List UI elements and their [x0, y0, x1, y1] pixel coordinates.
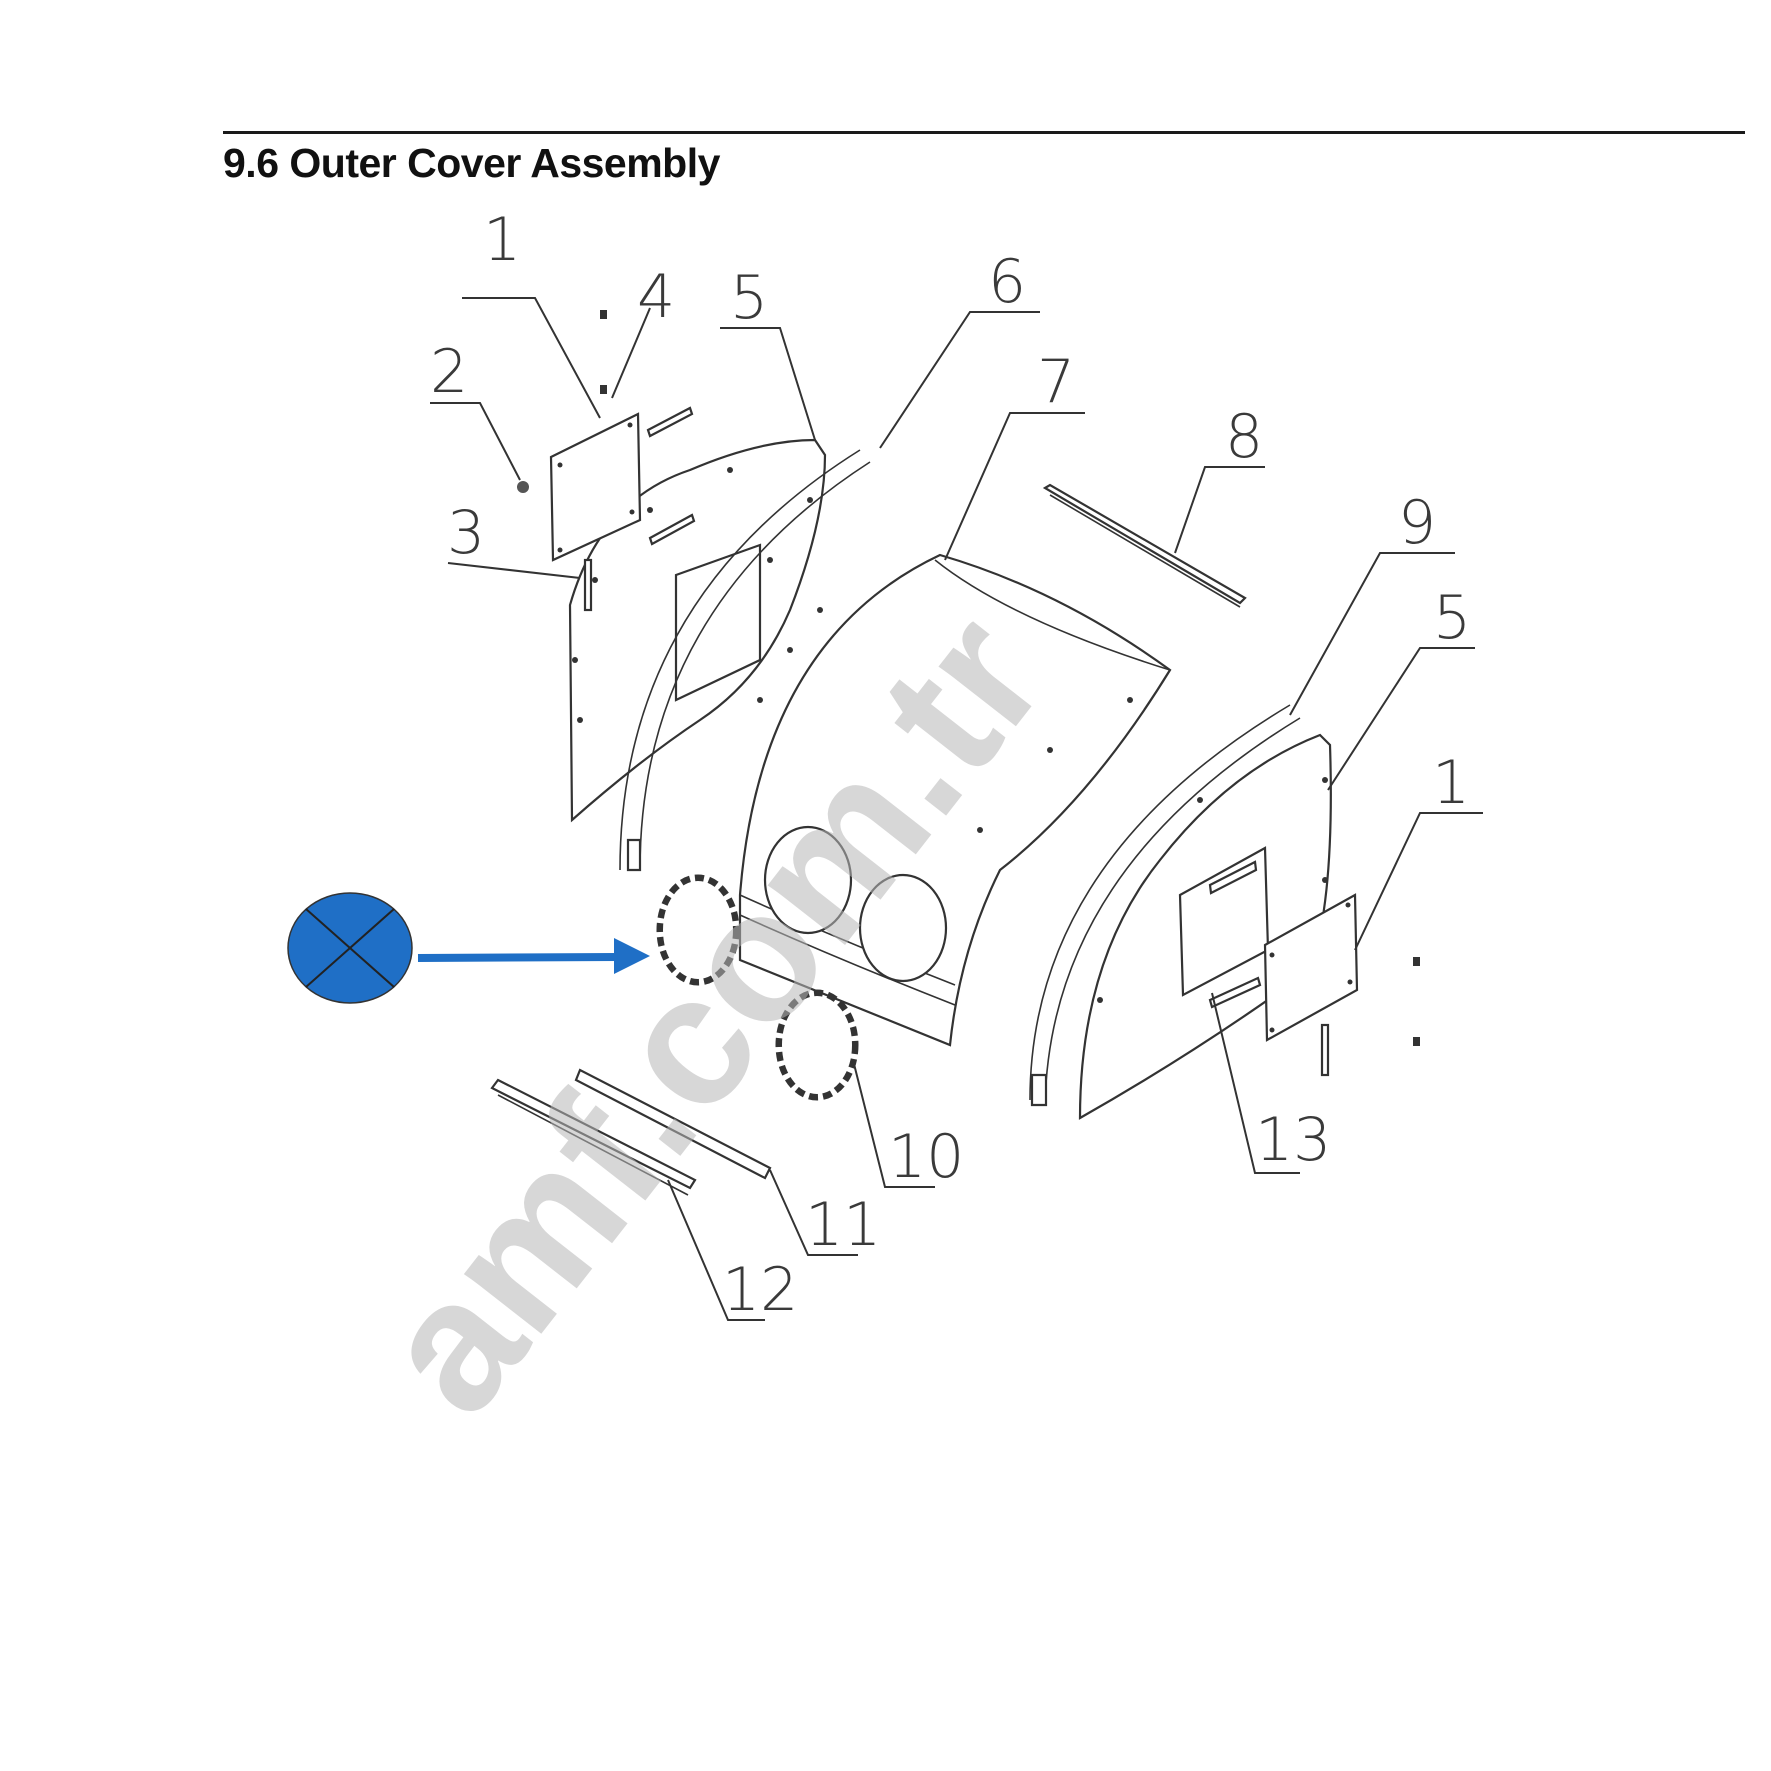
callout-label: 10 [888, 1122, 964, 1192]
callout-label: 8 [1225, 402, 1263, 472]
callout-label: 7 [1037, 347, 1075, 417]
callout-label: 4 [637, 262, 675, 332]
callout-label: 5 [1433, 583, 1471, 653]
right-access-door [1263, 893, 1359, 1042]
door-hardware [517, 310, 607, 612]
callout-label: 12 [722, 1255, 798, 1325]
right-door-hardware [1320, 957, 1420, 1077]
cover-fasteners [757, 607, 1133, 833]
arrow-shaft [417, 953, 619, 962]
right-door-strip [1208, 976, 1262, 1009]
callout-label: 5 [730, 263, 768, 333]
callout-label: 11 [805, 1190, 881, 1260]
header-rule [223, 131, 1745, 134]
handle-icon [583, 558, 593, 612]
left-access-door [549, 412, 642, 562]
bottom-strips [490, 1068, 772, 1196]
page-title: 9.6 Outer Cover Assembly [223, 140, 720, 186]
arrow-right-icon [614, 938, 650, 974]
leader-lines [430, 297, 1483, 1321]
right-side-panel [1029, 704, 1332, 1120]
handle-icon [1320, 1023, 1330, 1077]
callout-label: 13 [1255, 1105, 1331, 1175]
left-panel-fasteners [572, 467, 813, 723]
callout-label: 3 [447, 498, 485, 568]
ring-gaskets [656, 874, 859, 1101]
callout-label: 1 [1432, 748, 1470, 818]
callout-labels: 1 2 3 4 5 6 7 8 9 5 1 13 10 11 12 [430, 205, 1471, 1325]
top-strip [1042, 483, 1247, 608]
left-door-hinge-strips [646, 406, 696, 546]
knob-icon [517, 481, 529, 493]
latch-icon [1413, 1037, 1420, 1046]
cover-port-openings [763, 825, 948, 983]
highlight-marker [287, 892, 650, 1004]
latch-icon [600, 310, 607, 319]
latch-icon [1413, 957, 1420, 966]
left-side-panel [568, 438, 871, 872]
callout-label: 1 [483, 205, 521, 275]
callout-label: 2 [430, 337, 468, 407]
callout-label: 6 [988, 247, 1026, 317]
callout-label: 9 [1398, 488, 1436, 558]
latch-icon [600, 385, 607, 394]
right-panel-slot [1208, 860, 1258, 895]
center-top-cover [738, 553, 1172, 1047]
